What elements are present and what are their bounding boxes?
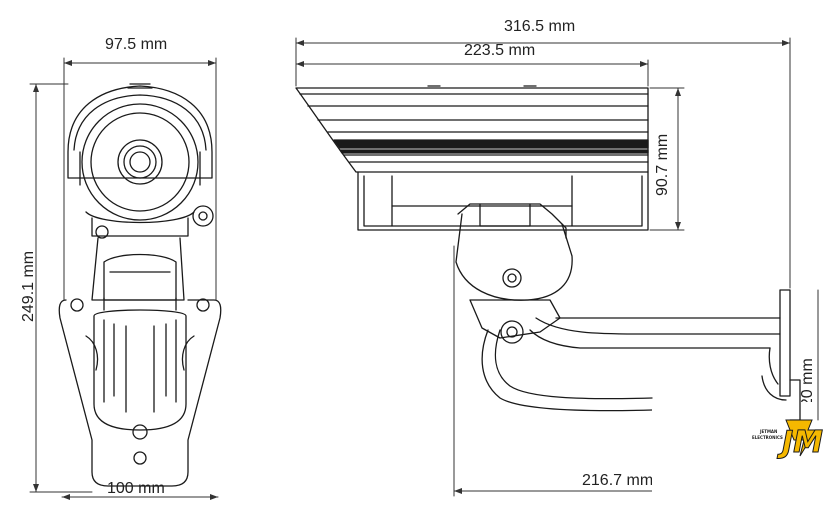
crop-mask	[652, 404, 762, 521]
front-view	[29, 57, 222, 500]
dim-side-bracket-height: 120 mm	[799, 358, 816, 402]
dim-side-total-length: 316.5 mm	[504, 18, 576, 35]
dim-side-mount-length: 216.7 mm	[582, 472, 652, 489]
jetman-logo: JM	[777, 419, 824, 461]
side-view	[295, 37, 819, 497]
dim-side-housing-height: 90.7 mm	[654, 133, 671, 196]
logo-initials: JM	[777, 425, 823, 460]
dim-side-housing-length: 223.5 mm	[464, 42, 536, 59]
logo-line1: JETMAN	[760, 429, 778, 434]
dim-front-width-top: 97.5 mm	[105, 36, 168, 53]
dim-front-height: 249.1 mm	[20, 250, 37, 322]
logo-line2: ELECTRONICS	[752, 435, 783, 440]
dim-side-bracket-height-clip: 120 mm	[798, 340, 820, 402]
dim-side-mount-length-clip: 216.7 mm	[580, 470, 652, 492]
dim-front-width-bottom: 100 mm	[107, 480, 165, 497]
logo-bolt	[785, 419, 817, 457]
